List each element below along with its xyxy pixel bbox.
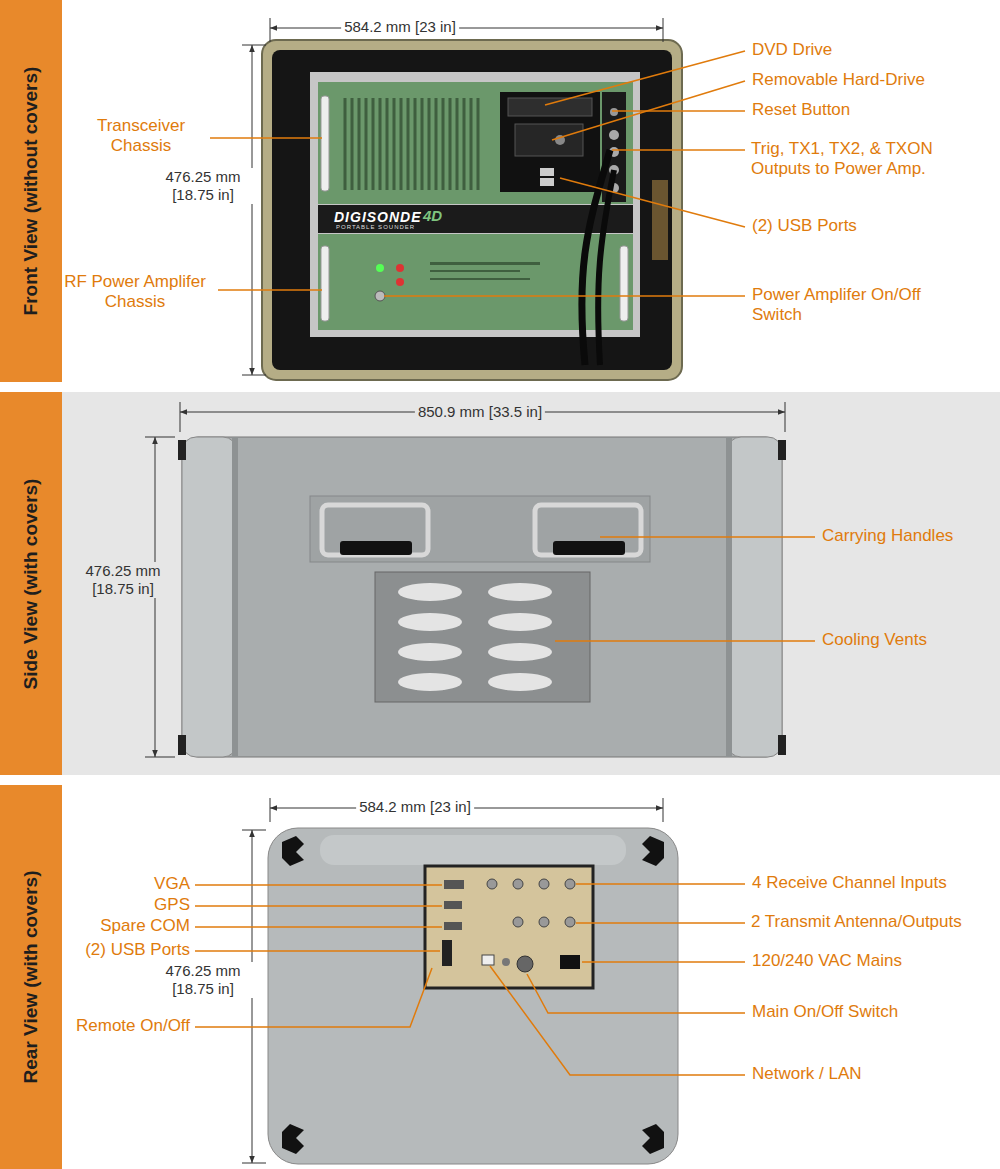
view-band: Side View (with covers) (0, 392, 62, 775)
callout-label: Cooling Vents (822, 630, 992, 650)
dimension-label: 476.25 mm [18.75 in] (153, 962, 254, 998)
dimension-label: 850.9 mm [33.5 in] (415, 403, 545, 421)
callout-label: (2) USB Ports (85, 940, 190, 960)
dimension-label: 584.2 mm [23 in] (356, 798, 474, 816)
callout-label: 4 Receive Channel Inputs (752, 873, 992, 893)
callout-label: Trig, TX1, TX2, & TXON Outputs to Power … (751, 139, 996, 179)
dimension-label: 584.2 mm [23 in] (341, 18, 459, 36)
callout-label: Main On/Off Switch (752, 1002, 992, 1022)
callout-label: Power Amplifer On/Off Switch (752, 285, 952, 325)
view-band: Front View (without covers) (0, 0, 62, 382)
logo-text: 4D (423, 206, 442, 226)
dimension-lines (145, 18, 785, 1163)
callout-label: Remote On/Off (76, 1016, 190, 1036)
view-title: Rear View (with covers) (20, 871, 42, 1084)
callout-label: VGA (154, 874, 190, 894)
view-title: Side View (with covers) (20, 478, 42, 689)
callout-label: Removable Hard-Drive (752, 70, 992, 90)
leader-lines (195, 51, 815, 1075)
callout-label: Reset Button (752, 100, 992, 120)
logo-text: PORTABLE SOUNDER (336, 224, 415, 231)
callout-label: DVD Drive (752, 40, 992, 60)
panel-ground (62, 392, 1000, 775)
callout-label: Network / LAN (752, 1064, 992, 1084)
callout-label: GPS (154, 895, 190, 915)
callout-label: (2) USB Ports (752, 216, 992, 236)
callout-label: RF Power Amplifer Chassis (55, 272, 215, 312)
rear-case (268, 828, 678, 1164)
front-case (262, 40, 682, 380)
callout-label: Carrying Handles (822, 526, 992, 546)
callout-label: Transceiver Chassis (76, 116, 206, 156)
view-band: Rear View (with covers) (0, 785, 62, 1169)
side-case (178, 437, 786, 757)
dimension-label: 476.25 mm [18.75 in] (75, 562, 171, 598)
view-title: Front View (without covers) (20, 67, 42, 316)
dimension-label: 476.25 mm [18.75 in] (153, 168, 254, 204)
callout-label: 120/240 VAC Mains (752, 951, 992, 971)
callout-label: 2 Transmit Antenna/Outputs (751, 912, 996, 932)
callout-label: Spare COM (100, 916, 190, 936)
